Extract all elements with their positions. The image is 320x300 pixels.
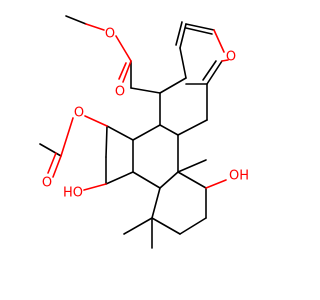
bond-furan-o-top [213, 29, 225, 53]
hydroxyl-right-label: OH [229, 169, 249, 184]
carbon-skeleton [39, 15, 223, 249]
bond-furan-b [185, 23, 215, 31]
bond-mid-a [159, 124, 179, 136]
bond-furan-a-double [175, 21, 183, 46]
bond-ring-left-b [105, 171, 134, 185]
bond-br-e [151, 187, 161, 219]
bond-acetate-ring [105, 125, 108, 158]
bond-furan-b-double [185, 27, 213, 35]
bond-acetyl-methyl [39, 143, 62, 157]
furan-oxygen-label: O [226, 50, 236, 65]
oxygen-bonds [47, 23, 229, 191]
bond-furan-c [206, 60, 223, 85]
acetate-carbonyl-oxygen-label: O [42, 176, 52, 191]
bond-acetate-o [84, 115, 108, 127]
bond-br-c [179, 217, 207, 235]
bond-hydroxyl-right [205, 179, 227, 189]
bond-ester-carbonyl-double [118, 62, 127, 80]
ester-carbonyl-oxygen-label: O [115, 85, 125, 100]
bond-ring-b [159, 77, 187, 94]
bond-acetate-carbonyl-double [47, 152, 57, 174]
ester-ether-oxygen-label: O [105, 27, 115, 42]
bond-mid-b [132, 124, 161, 141]
bond-acetate-o-carbon [60, 117, 74, 157]
bond-ring-d [179, 47, 187, 79]
bond-ester-o-methyl [85, 23, 105, 31]
bond-ring-f [177, 119, 208, 136]
bond-acetate-carbon [106, 125, 134, 141]
bond-ester-methyl [65, 15, 87, 25]
bond-furan-c-double [202, 60, 217, 81]
bond-br-a [177, 171, 207, 189]
bond-ester-carbonyl [122, 60, 132, 83]
bond-furan-o-bottom [221, 59, 229, 62]
acetate-ether-oxygen-label: O [74, 106, 84, 121]
bond-methyl-a [177, 159, 207, 173]
bond-ester-o-carbon [115, 35, 132, 62]
bond-mid-d [132, 171, 161, 189]
bond-br-d [151, 217, 181, 235]
bond-gem-b [123, 217, 153, 235]
bond-hydroxyl-left [83, 183, 107, 191]
molecule-structure-drawing: O O O O O OH HO [39, 15, 249, 249]
bond-mid-e [159, 171, 179, 189]
bond-furan-a [179, 23, 187, 49]
bond-ring-a [130, 87, 161, 94]
hydroxyl-left-label: HO [63, 186, 83, 201]
bond-acetate-carbonyl [52, 155, 62, 178]
